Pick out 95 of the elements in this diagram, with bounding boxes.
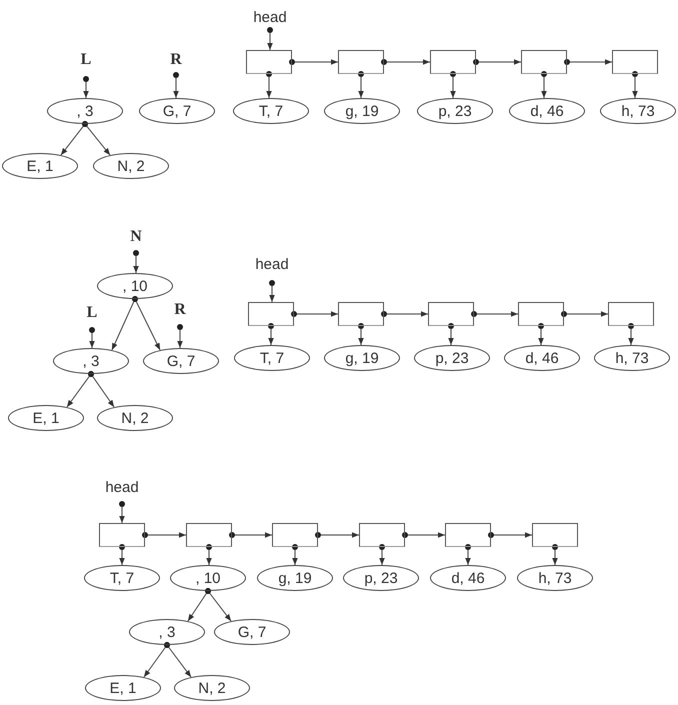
- pointer-label: R: [156, 52, 196, 75]
- node-ellipse: h, 73: [517, 565, 593, 591]
- node-ellipse: , 3: [47, 98, 123, 124]
- node-ellipse: G, 7: [214, 619, 290, 645]
- list-node-box: [430, 50, 476, 74]
- node-ellipse: G, 7: [139, 98, 215, 124]
- arrow: [450, 71, 456, 98]
- list-node-box: [99, 523, 145, 547]
- arrow: [561, 311, 608, 317]
- arrow: [82, 121, 111, 156]
- pointer-label: head: [102, 480, 142, 504]
- arrow: [132, 296, 161, 351]
- arrow: [119, 544, 125, 566]
- arrow: [488, 532, 532, 538]
- arrow: [358, 323, 364, 346]
- arrow: [205, 588, 232, 622]
- node-ellipse: g, 19: [257, 565, 333, 591]
- node-ellipse: h, 73: [594, 345, 670, 371]
- list-node-box: [608, 302, 654, 326]
- arrow: [381, 59, 430, 65]
- node-ellipse: T, 7: [84, 565, 160, 591]
- arrow: [142, 532, 186, 538]
- list-node-box: [248, 302, 294, 326]
- arrow: [538, 323, 544, 346]
- node-ellipse: E, 1: [2, 153, 78, 179]
- arrow: [267, 27, 273, 50]
- node-ellipse: , 3: [129, 619, 205, 645]
- node-ellipse: d, 46: [504, 345, 580, 371]
- arrow: [133, 250, 139, 274]
- arrow: [473, 59, 522, 65]
- node-ellipse: G, 7: [143, 348, 219, 374]
- node-ellipse: g, 19: [324, 345, 400, 371]
- node-ellipse: E, 1: [8, 405, 84, 431]
- arrow: [229, 532, 272, 538]
- arrow: [381, 311, 428, 317]
- list-node-box: [246, 50, 292, 74]
- pointer-label: L: [66, 52, 106, 79]
- list-node-box: [445, 523, 491, 547]
- node-ellipse: p, 23: [417, 98, 493, 124]
- node-ellipse: p, 23: [414, 345, 490, 371]
- arrow: [448, 323, 454, 346]
- list-node-box: [612, 50, 658, 74]
- arrow: [402, 532, 446, 538]
- node-ellipse: d, 46: [430, 565, 506, 591]
- node-ellipse: p, 23: [343, 565, 419, 591]
- arrow: [266, 71, 272, 98]
- list-node-box: [521, 50, 567, 74]
- arrow: [358, 71, 364, 98]
- list-node-box: [428, 302, 474, 326]
- node-ellipse: N, 2: [97, 405, 173, 431]
- arrow: [177, 324, 183, 348]
- arrow: [89, 327, 95, 348]
- node-ellipse: h, 73: [600, 98, 676, 124]
- arrow: [269, 280, 275, 302]
- arrow: [291, 311, 338, 317]
- node-ellipse: , 3: [53, 348, 129, 374]
- arrow: [315, 532, 360, 538]
- pointer-label: N: [116, 229, 156, 253]
- node-ellipse: T, 7: [234, 345, 310, 371]
- arrow: [552, 544, 558, 566]
- node-ellipse: N, 2: [93, 153, 169, 179]
- node-ellipse: d, 46: [509, 98, 585, 124]
- arrow: [465, 544, 471, 566]
- arrow: [628, 323, 634, 346]
- list-node-box: [518, 302, 564, 326]
- node-ellipse: N, 2: [174, 675, 250, 701]
- list-node-box: [186, 523, 232, 547]
- list-node-box: [338, 50, 384, 74]
- list-node-box: [359, 523, 405, 547]
- arrow: [564, 59, 612, 65]
- arrow: [173, 72, 179, 98]
- arrow: [164, 642, 192, 678]
- arrow: [632, 71, 638, 98]
- node-ellipse: T, 7: [233, 98, 309, 124]
- arrow: [206, 544, 212, 566]
- pointer-label: R: [160, 302, 200, 327]
- pointer-label: head: [252, 257, 292, 283]
- arrow: [379, 544, 385, 566]
- node-ellipse: E, 1: [85, 675, 161, 701]
- arrow: [83, 76, 89, 98]
- node-ellipse: g, 19: [324, 98, 400, 124]
- arrow: [289, 59, 338, 65]
- node-ellipse: , 10: [170, 565, 246, 591]
- list-node-box: [272, 523, 318, 547]
- arrow: [471, 311, 518, 317]
- arrow: [541, 71, 547, 98]
- list-node-box: [338, 302, 384, 326]
- arrow: [292, 544, 298, 566]
- list-node-box: [532, 523, 578, 547]
- pointer-label: head: [250, 10, 290, 30]
- pointer-label: L: [72, 305, 112, 330]
- node-ellipse: , 10: [97, 273, 173, 299]
- arrow: [268, 323, 274, 346]
- arrow: [119, 501, 125, 524]
- arrow: [88, 371, 115, 408]
